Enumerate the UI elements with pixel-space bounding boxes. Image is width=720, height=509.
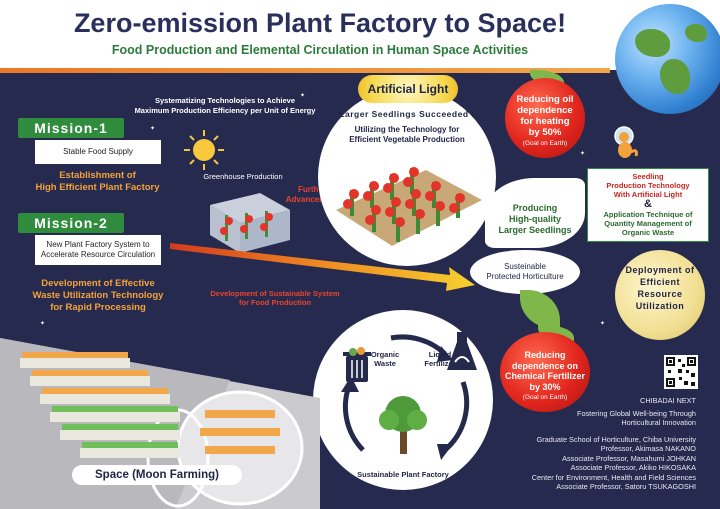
space-moon-farming-label: Space (Moon Farming) xyxy=(72,465,242,485)
horticulture-leaf xyxy=(520,290,560,328)
liquid-fertilizer-label: Liquid Fertilizer xyxy=(424,350,456,368)
tomato-field-illustration xyxy=(336,167,482,246)
mission-1-tag: Mission-1 xyxy=(18,118,124,138)
greenhouse-illustration xyxy=(210,193,290,253)
sustainable-factory-label: Sustainable Plant Factory xyxy=(357,470,449,479)
mission-1-box: Stable Food Supply xyxy=(35,140,161,164)
deployment-moon: Deployment of Efficient Resource Utiliza… xyxy=(615,250,705,340)
artificial-light-description: Utilizing the Technology for Efficient V… xyxy=(349,125,465,144)
fertilizer-flask-icon xyxy=(447,332,477,370)
tomato-oil-reduction: Reducing oil dependence for heating by 5… xyxy=(505,78,585,158)
star-icon: ✦ xyxy=(300,93,306,99)
horticulture-text: Susteinable Protected Horticulture xyxy=(486,262,564,281)
organic-waste-label: Organic Waste xyxy=(370,350,400,368)
sustainable-system-label: Development of Sustainable System for Fo… xyxy=(210,289,340,307)
greenhouse-label: Greenhouse Production xyxy=(203,172,283,181)
larger-seedlings-headline: Larger Seedlings Succeeded ! xyxy=(339,109,475,119)
progress-arrow xyxy=(170,243,475,291)
trash-can-icon xyxy=(343,347,371,382)
mission-2-box: New Plant Factory System to Accelerate R… xyxy=(35,235,161,265)
mission-2-goal: Development of Effective Waste Utilizati… xyxy=(32,278,164,313)
header-band xyxy=(0,0,720,70)
credits: CHIBADAI NEXT Fostering Global Well-bein… xyxy=(531,396,696,491)
astronaut-cat-icon xyxy=(614,126,638,158)
seedlings-text: Producing High-quality Larger Seedlings xyxy=(498,203,572,235)
cycle-arrows xyxy=(341,334,470,460)
star-icon: ✦ xyxy=(40,321,46,327)
sun-icon xyxy=(184,130,224,170)
header-divider xyxy=(0,68,610,73)
artificial-light-badge: Artificial Light xyxy=(358,75,458,103)
technology-box: Seedling Production Technology With Arti… xyxy=(587,168,709,242)
further-advancement-label: Further Advancement xyxy=(285,185,339,204)
page-subtitle: Food Production and Elemental Circulatio… xyxy=(111,43,529,57)
mission-1-goal: Establishment of High Efficient Plant Fa… xyxy=(35,170,160,193)
star-icon: ✦ xyxy=(600,321,606,327)
page-title: Zero-emission Plant Factory to Space! xyxy=(73,8,567,38)
star-icon: ✦ xyxy=(580,151,586,157)
star-icon: ✦ xyxy=(150,126,156,132)
tree-icon xyxy=(379,396,427,454)
intro-text: Systematizing Technologies to Achieve Ma… xyxy=(134,96,316,115)
seedling-leaf-shape xyxy=(485,178,585,248)
tomato-fertilizer-reduction: Reducing dependence on Chemical Fertiliz… xyxy=(500,332,590,412)
qr-code-icon[interactable] xyxy=(664,355,698,389)
horticulture-oval xyxy=(470,250,580,294)
mission-2-tag: Mission-2 xyxy=(18,213,124,233)
earth-icon xyxy=(615,4,720,114)
